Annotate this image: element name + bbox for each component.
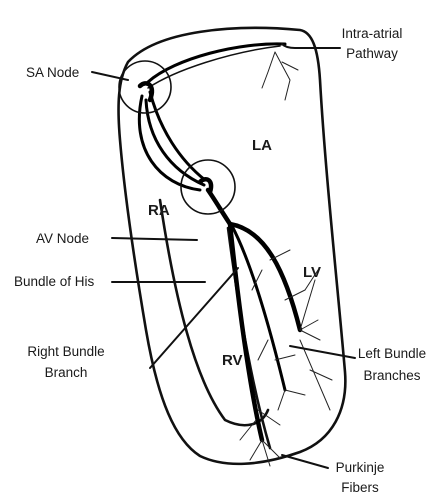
- leader-lines: [92, 44, 355, 468]
- label-intra-atrial-line1: Intra-atrial: [342, 26, 403, 41]
- label-left-bundle-line2: Branches: [363, 368, 420, 383]
- label-rv: RV: [222, 352, 243, 369]
- purkinje-leader: [282, 455, 328, 468]
- label-lv: LV: [303, 264, 321, 281]
- label-right-bundle-line2: Branch: [45, 365, 88, 380]
- av-node-leader: [112, 238, 197, 240]
- label-av-node: AV Node: [36, 231, 89, 246]
- label-sa-node: SA Node: [26, 65, 79, 80]
- left-bundle-leader: [290, 346, 355, 358]
- fiber: [300, 270, 332, 410]
- conduction-system: [139, 44, 300, 440]
- label-intra-atrial-line2: Pathway: [346, 46, 398, 61]
- label-left-bundle-line1: Left Bundle: [358, 346, 426, 361]
- label-ra: RA: [148, 202, 170, 219]
- label-purkinje-line1: Purkinje: [336, 460, 385, 475]
- intra-atrial-leader: [282, 44, 340, 48]
- label-right-bundle-line1: Right Bundle: [27, 344, 104, 359]
- label-purkinje-line2: Fibers: [341, 480, 379, 495]
- label-bundle-of-his: Bundle of His: [14, 274, 95, 289]
- label-la: LA: [252, 137, 272, 154]
- fiber: [262, 52, 298, 100]
